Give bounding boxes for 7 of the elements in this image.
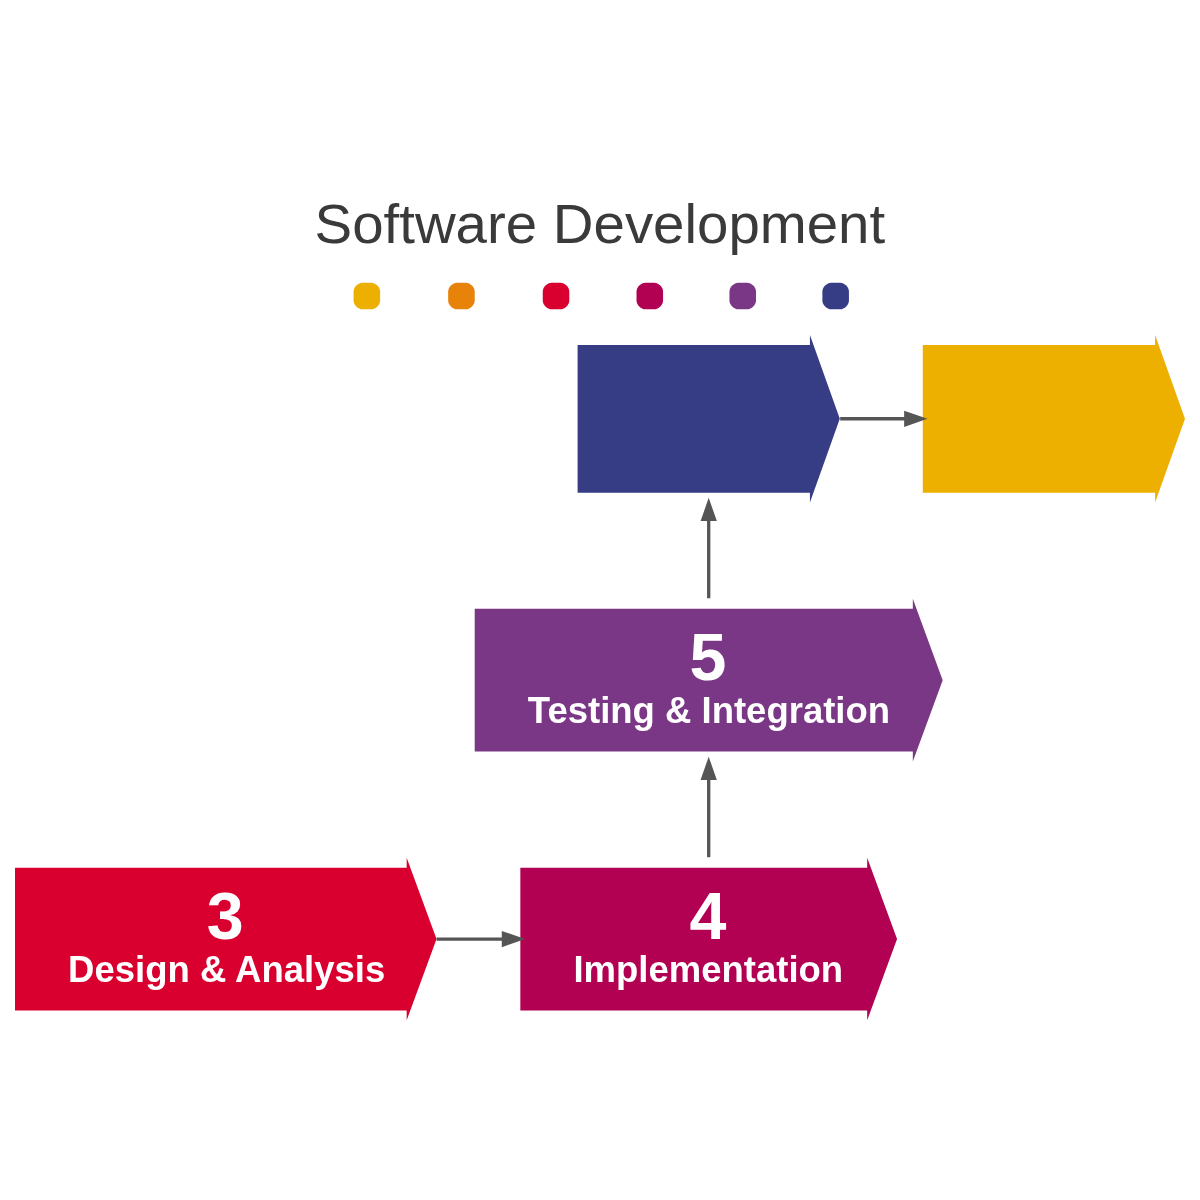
node-arrow bbox=[577, 334, 840, 503]
node-arrow bbox=[922, 334, 1185, 503]
diagram-title: Software Development bbox=[314, 191, 886, 255]
arrow bbox=[436, 930, 526, 947]
arrow bbox=[700, 756, 717, 857]
arrow bbox=[700, 497, 717, 598]
arrow bbox=[840, 410, 928, 427]
